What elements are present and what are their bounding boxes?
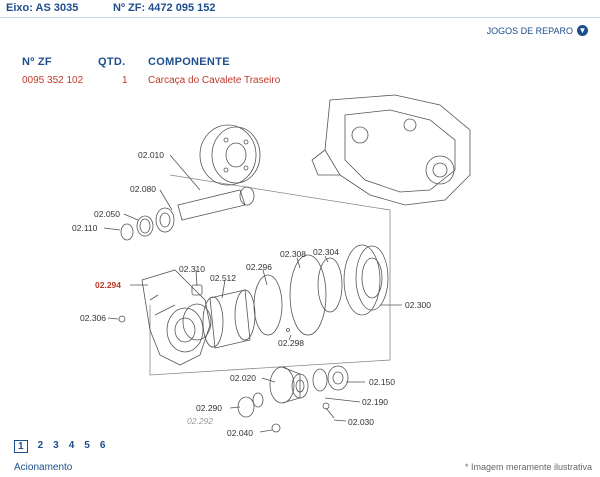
header-component: COMPONENTE [148,56,230,68]
callout-02306[interactable]: 02.306 [80,313,106,323]
callout-02020[interactable]: 02.020 [230,373,256,383]
callout-02080[interactable]: 02.080 [130,184,156,194]
callout-02298[interactable]: 02.298 [278,338,304,348]
callout-02110[interactable]: 02.110 [72,223,98,233]
row-zf[interactable]: 0095 352 102 [22,75,84,86]
row-qty: 1 [122,75,128,86]
callout-02300[interactable]: 02.300 [405,300,431,310]
page-link-6[interactable]: 6 [99,440,106,451]
callout-02512[interactable]: 02.512 [210,273,236,283]
callout-02310[interactable]: 02.310 [179,264,205,274]
page-link-1[interactable]: 1 [14,440,28,453]
row-component[interactable]: Carcaça do Cavalete Traseiro [148,75,281,86]
callout-02050[interactable]: 02.050 [94,209,120,219]
callout-02150[interactable]: 02.150 [369,377,395,387]
callout-02290[interactable]: 02.290 [196,403,222,413]
callout-02292[interactable]: 02.292 [187,416,213,426]
zf-number-title: Nº ZF: 4472 095 152 [113,2,216,14]
acionamento-link[interactable]: Acionamento [14,462,73,473]
callout-02304[interactable]: 02.304 [313,247,339,257]
header-bar [0,0,600,18]
page-link-3[interactable]: 3 [53,440,59,451]
callout-02296[interactable]: 02.296 [246,262,272,272]
callout-02030[interactable]: 02.030 [348,417,374,427]
page-link-4[interactable]: 4 [68,440,75,451]
callout-02308[interactable]: 02.308 [280,249,306,259]
exploded-parts-diagram: 02.010 02.080 02.050 02.110 02.294 02.31… [72,94,471,438]
page-link-5[interactable]: 5 [84,440,90,451]
callout-02010[interactable]: 02.010 [138,150,164,160]
illustrative-note: * Imagem meramente ilustrativa [464,462,592,472]
arrow-down-circle-icon: ▼ [577,25,588,36]
page-link-2[interactable]: 2 [37,440,44,451]
repair-kits-link[interactable]: JOGOS DE REPARO ▼ [487,25,588,36]
header-qty: QTD. [98,56,126,68]
callout-02040[interactable]: 02.040 [227,428,253,438]
header-zf: Nº ZF [22,56,52,68]
axle-title: Eixo: AS 3035 [6,2,79,14]
pager: 1 2 3 4 5 6 [14,440,105,453]
callout-02294[interactable]: 02.294 [95,280,121,290]
repair-kits-label: JOGOS DE REPARO [486,25,573,36]
callout-02190[interactable]: 02.190 [362,397,388,407]
